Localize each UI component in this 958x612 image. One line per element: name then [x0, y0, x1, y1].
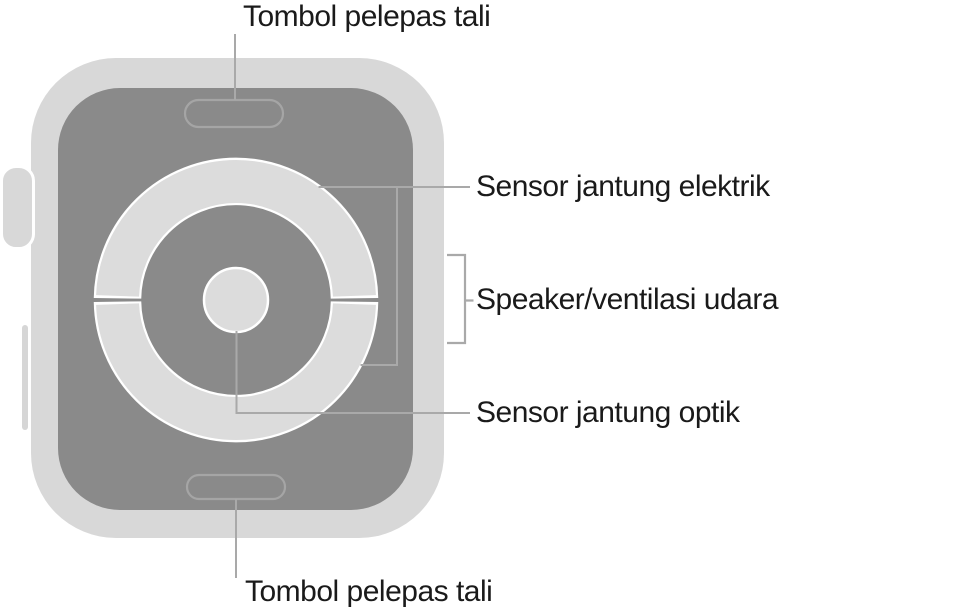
- label-optical-heart-sensor: Sensor jantung optik: [476, 396, 740, 429]
- label-speaker-air-vent: Speaker/ventilasi udara: [476, 283, 779, 316]
- optical-sensor-circle: [202, 266, 270, 334]
- callout-line-optical-sensor: [235, 331, 470, 414]
- band-release-button-top: [183, 98, 285, 129]
- digital-crown: [0, 165, 35, 250]
- label-electrical-heart-sensor: Sensor jantung elektrik: [476, 170, 770, 203]
- label-band-release-top: Tombol pelepas tali: [243, 0, 491, 33]
- callout-bracket-speaker: [447, 253, 474, 345]
- label-band-release-bottom: Tombol pelepas tali: [245, 575, 493, 608]
- sensor-ring-lower-arc: [96, 302, 376, 440]
- side-button: [22, 325, 28, 430]
- callout-line-electrical-sensor: [318, 186, 470, 366]
- sensor-ring-upper-arc: [96, 160, 376, 298]
- band-release-button-bottom: [185, 473, 287, 501]
